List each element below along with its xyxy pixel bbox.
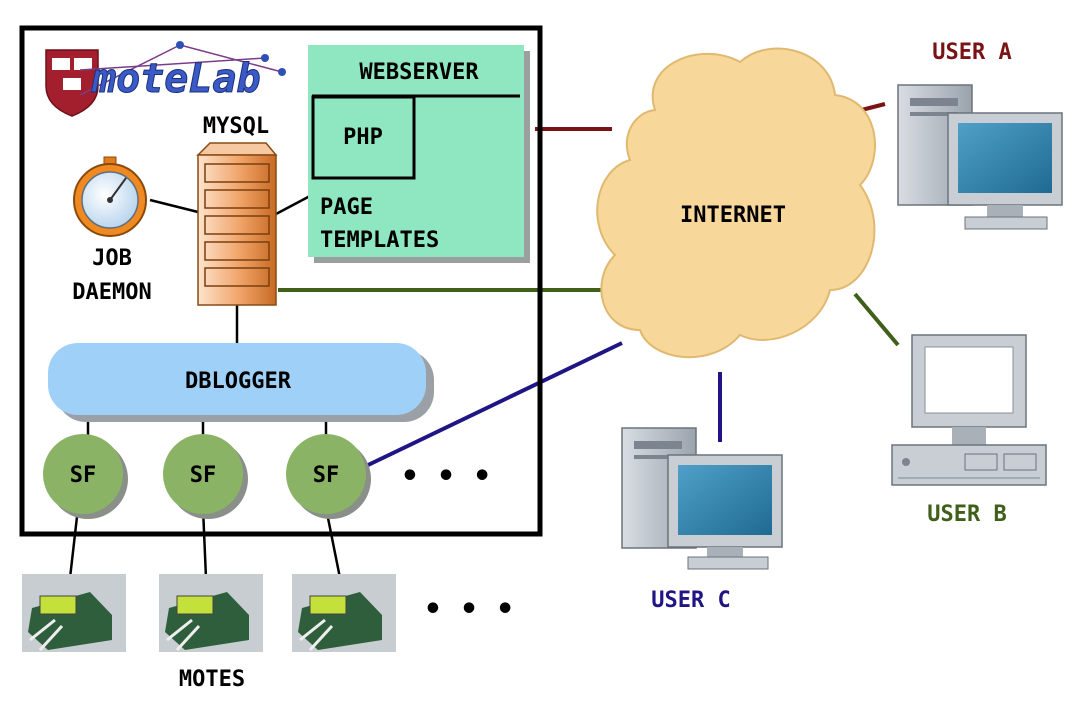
dblogger-label: DBLOGGER xyxy=(185,369,292,394)
motes-label: MOTES xyxy=(179,667,245,692)
desktop-computer-icon xyxy=(891,334,1047,486)
stopwatch-icon xyxy=(73,156,147,237)
link-stopwatch-mysql xyxy=(149,198,199,214)
desktop-computer-icon xyxy=(897,84,1063,230)
desktop-computer-icon xyxy=(621,427,783,570)
php-box xyxy=(311,95,416,180)
sf-nodes: SF SF SF xyxy=(43,434,371,519)
testbed-box xyxy=(19,25,543,537)
connection-lines xyxy=(68,102,900,579)
user-c-label: USER C xyxy=(651,588,730,613)
motes-ellipsis: • • • xyxy=(424,592,514,627)
sf-label: SF xyxy=(70,463,97,488)
job-daemon-label-line2: DAEMON xyxy=(72,280,151,305)
link-sf1-mote xyxy=(68,507,80,579)
user-a-label: USER A xyxy=(932,40,1011,65)
page-templates-label-line2: TEMPLATES xyxy=(320,228,439,253)
link-mysql-templates xyxy=(275,194,311,216)
sf-node xyxy=(43,434,123,514)
internet-label: INTERNET xyxy=(680,203,786,228)
php-label: PHP xyxy=(343,125,383,150)
logo-wordmark: moteLab xyxy=(91,56,261,102)
job-daemon-label-line1: JOB xyxy=(92,246,132,271)
mote-board-icon xyxy=(159,574,263,652)
database-icon xyxy=(196,142,278,306)
user-b-label: USER B xyxy=(927,502,1006,527)
motes-row xyxy=(22,574,396,652)
sf-node xyxy=(286,434,366,514)
sf-label: SF xyxy=(313,463,340,488)
sf-node xyxy=(163,434,243,514)
sf-ellipsis: • • • xyxy=(401,459,491,494)
link-sf-internet xyxy=(365,341,623,468)
page-templates-label-line1: PAGE xyxy=(320,195,373,220)
link-sf2-mote xyxy=(201,507,208,579)
link-sf3-mote xyxy=(324,507,342,579)
mysql-label: MYSQL xyxy=(203,114,269,139)
webserver-block: WEBSERVER PHP PAGE TEMPLATES xyxy=(308,45,530,263)
dblogger-bar xyxy=(48,343,426,415)
webserver-label: WEBSERVER xyxy=(359,60,479,85)
sf-label: SF xyxy=(190,463,217,488)
cloud-icon: INTERNET xyxy=(596,47,876,359)
webserver-box xyxy=(308,45,524,257)
dblogger-block: DBLOGGER xyxy=(48,343,434,422)
link-internet-user-b xyxy=(853,292,900,347)
motelab-logo: moteLab xyxy=(45,41,286,117)
mote-board-icon xyxy=(292,574,396,652)
mote-board-icon xyxy=(22,574,126,652)
